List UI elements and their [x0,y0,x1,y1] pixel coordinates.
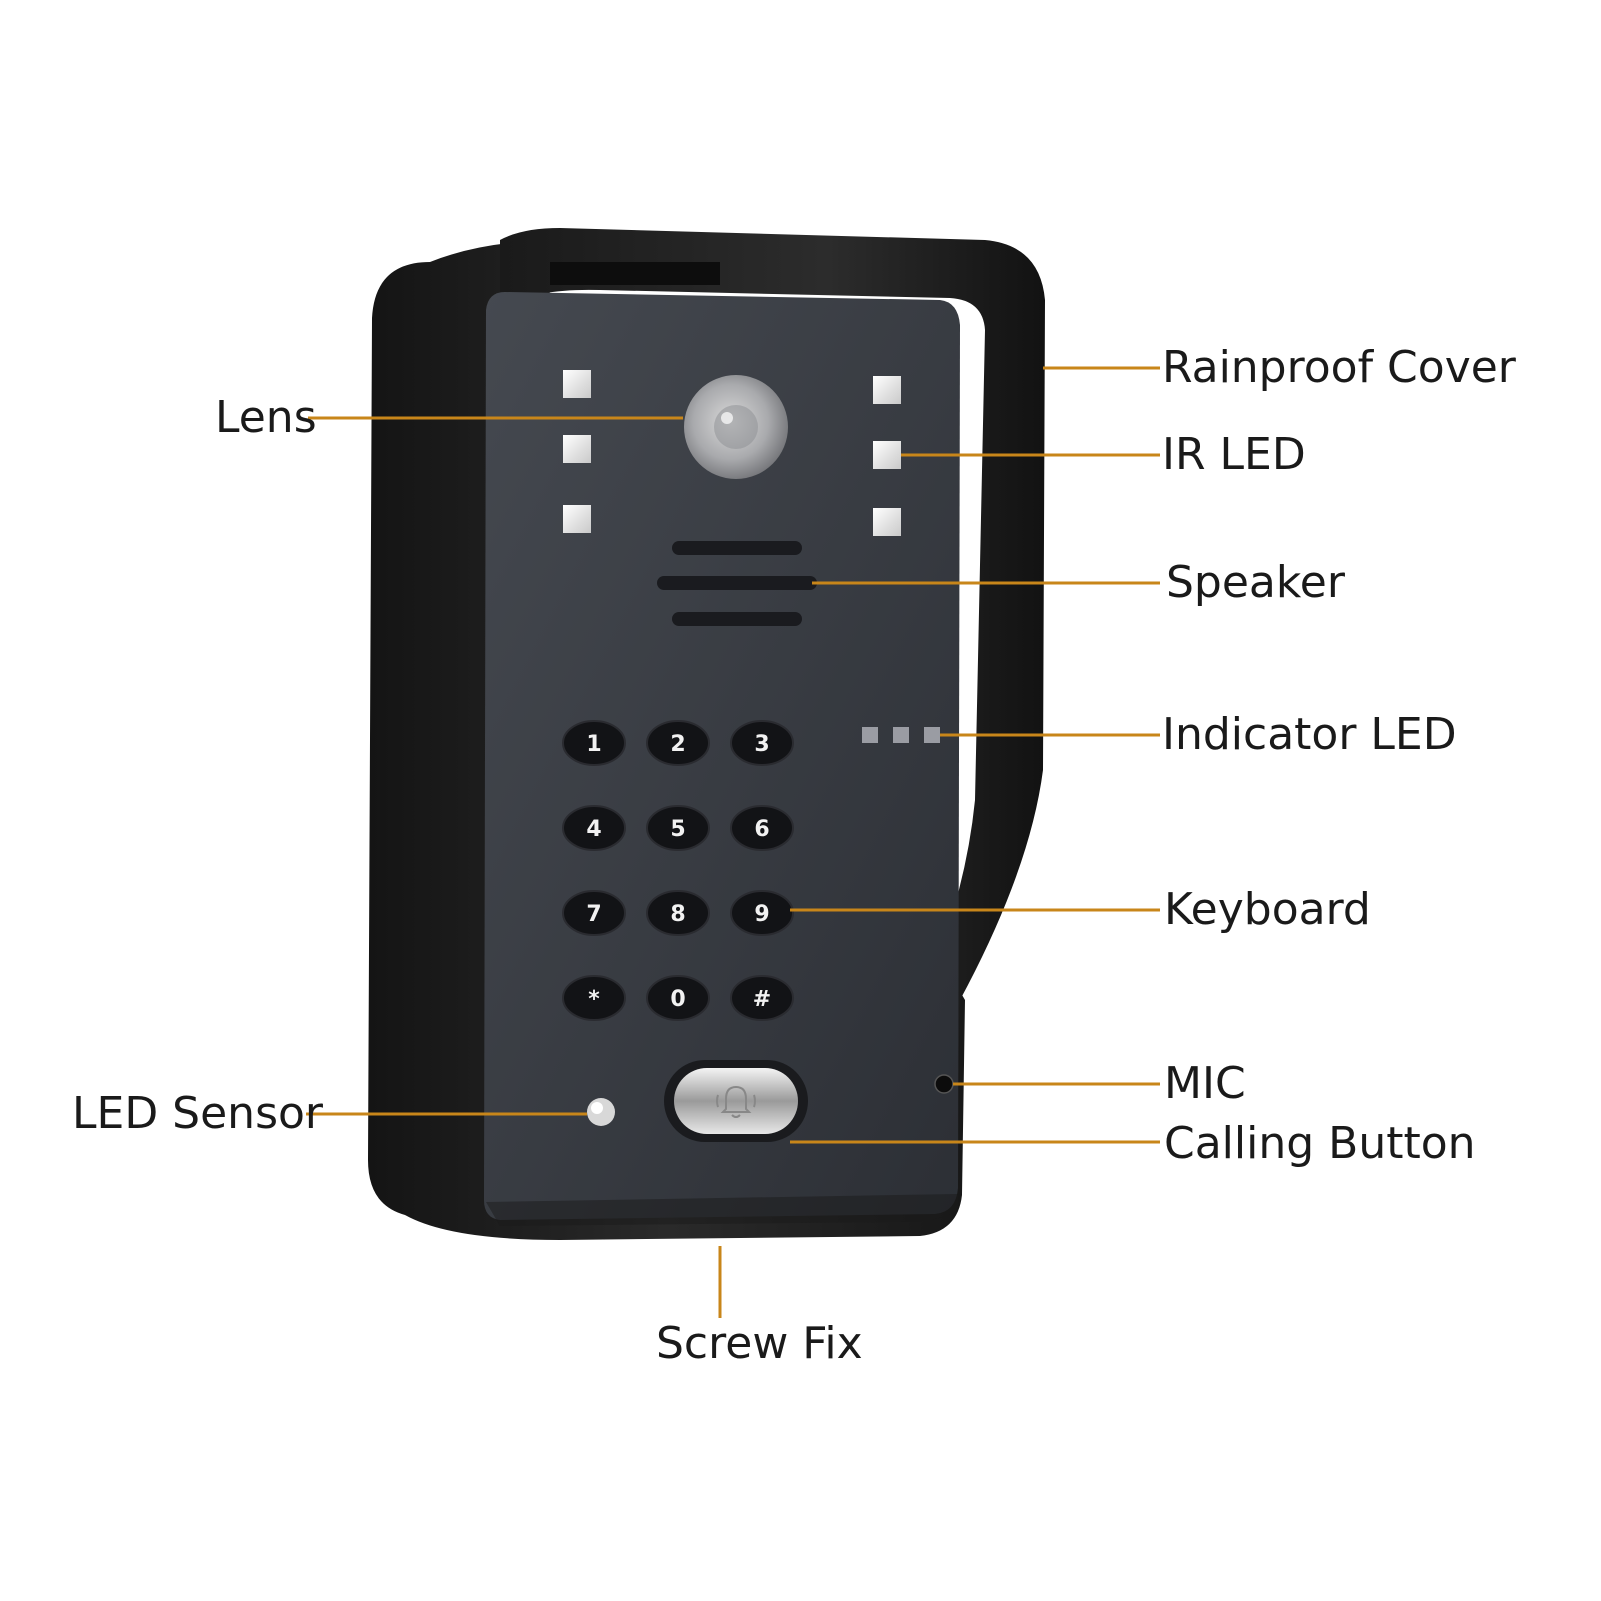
keypad-key[interactable]: 0 [646,975,710,1021]
indicator-led [924,727,940,743]
label-speaker: Speaker [1166,557,1345,608]
keypad-key-label: 2 [670,732,685,757]
speaker-slot [657,576,817,590]
keypad-key-label: 9 [754,902,769,927]
keypad-key[interactable]: 8 [646,890,710,936]
keypad-key-label: 5 [670,817,685,842]
indicator-led [893,727,909,743]
bell-icon [716,1085,756,1118]
ir-led [873,376,901,404]
label-led-sensor: LED Sensor [72,1088,324,1139]
keypad-key[interactable]: 2 [646,720,710,766]
ir-led [563,435,591,463]
keypad-key-label: 0 [670,987,685,1012]
ir-led [563,505,591,533]
ir-led [563,370,591,398]
keypad-key-label: # [753,987,771,1012]
keypad-key[interactable]: 5 [646,805,710,851]
ir-led [873,441,901,469]
keypad-key[interactable]: 4 [562,805,626,851]
keypad-key[interactable]: * [562,975,626,1021]
ir-led [873,508,901,536]
keypad-key[interactable]: # [730,975,794,1021]
label-keyboard: Keyboard [1164,884,1371,935]
label-ir-led: IR LED [1162,429,1306,480]
speaker-slot [672,612,802,626]
keyboard: 1 2 3 4 5 6 7 8 9 * 0 # [562,720,794,1021]
keypad-key[interactable]: 3 [730,720,794,766]
label-lens: Lens [215,392,317,443]
keypad-key-label: 3 [754,732,769,757]
speaker-slot [672,541,802,555]
keypad-key-label: * [588,987,600,1012]
keypad-key-label: 6 [754,817,769,842]
keypad-key-label: 7 [586,902,601,927]
label-rainproof-cover: Rainproof Cover [1162,342,1516,393]
indicator-led [862,727,878,743]
rainproof-cover [500,228,1045,1195]
keypad-key[interactable]: 7 [562,890,626,936]
label-mic: MIC [1164,1058,1246,1109]
mic [934,1074,954,1094]
keypad-key-label: 4 [586,817,601,842]
label-screw-fix: Screw Fix [656,1318,863,1369]
keypad-key[interactable]: 6 [730,805,794,851]
label-calling-button: Calling Button [1164,1118,1476,1169]
keypad-key[interactable]: 9 [730,890,794,936]
keypad-key-label: 8 [670,902,685,927]
keypad-key-label: 1 [586,732,601,757]
label-indicator-led: Indicator LED [1162,709,1457,760]
keypad-key[interactable]: 1 [562,720,626,766]
